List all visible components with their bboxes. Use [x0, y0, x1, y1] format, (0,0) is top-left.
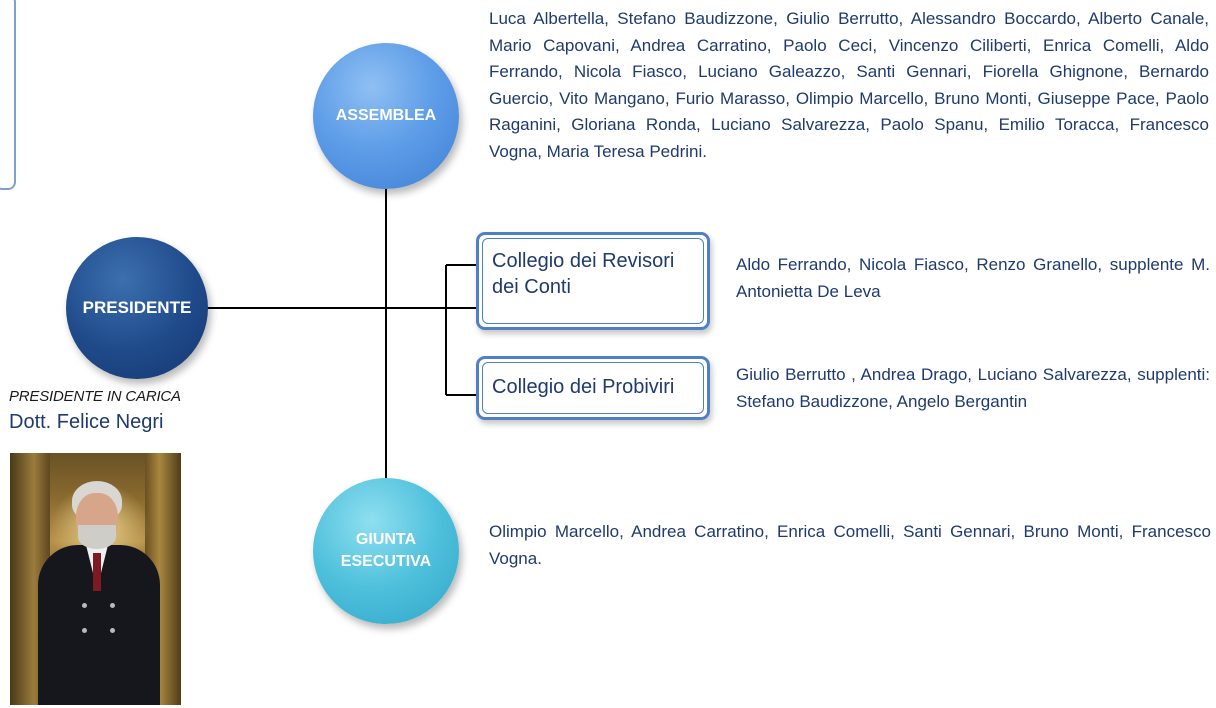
revisori-members: Aldo Ferrando, Nicola Fiasco, Renzo Gran…	[736, 255, 1210, 301]
box-collegio-revisori: Collegio dei Revisori dei Conti	[476, 232, 710, 330]
probiviri-members: Giulio Berrutto , Andrea Drago, Luciano …	[736, 365, 1210, 411]
node-giunta-label-line1: GIUNTA	[355, 531, 417, 549]
president-name: Dott. Felice Negri	[9, 411, 164, 433]
assemblea-members: Luca Albertella, Stefano Baudizzone, Giu…	[489, 9, 1209, 161]
box-collegio-revisori-label: Collegio dei Revisori dei Conti	[482, 238, 704, 324]
president-role: PRESIDENTE IN CARICA	[9, 388, 181, 405]
box-collegio-probiviri-label: Collegio dei Probiviri	[482, 362, 704, 414]
box-collegio-probiviri: Collegio dei Probiviri	[476, 356, 710, 420]
node-assemblea: ASSEMBLEA	[313, 43, 459, 189]
node-giunta-esecutiva: GIUNTA ESECUTIVA	[313, 478, 459, 624]
node-giunta-label-line2: ESECUTIVA	[340, 553, 432, 570]
node-presidente-label: PRESIDENTE	[82, 297, 192, 317]
clipped-frame	[0, 0, 16, 190]
node-presidente: PRESIDENTE	[66, 237, 208, 379]
president-photo	[10, 453, 181, 705]
giunta-members: Olimpio Marcello, Andrea Carratino, Enri…	[489, 522, 1211, 568]
node-assemblea-label: ASSEMBLEA	[335, 107, 437, 125]
